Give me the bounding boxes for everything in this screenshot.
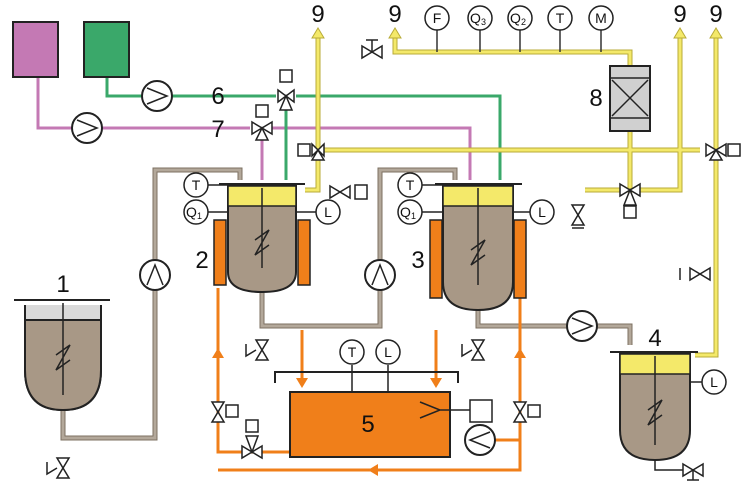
tank5-level-label: L [384,344,392,360]
instrument-bubbles [183,5,727,395]
tank2-level-label: L [324,204,332,220]
pump-tank2-transfer [364,259,396,291]
filter-8 [609,65,651,132]
temperature-instrument-label: T [556,10,565,26]
pump-heating [464,424,496,456]
tank3-temperature-label: T [406,177,415,193]
gas-outlet-arrows [311,27,723,39]
q2-instrument-label: Q2 [510,10,526,27]
q3-instrument-label: Q3 [470,10,486,27]
label-3: 3 [411,247,424,274]
tank5-temperature-label: T [348,344,357,360]
label-9-filter: 9 [673,1,686,28]
tank3-q1-label: Q1 [400,204,416,221]
label-4: 4 [648,325,661,352]
instrument-connectors [208,184,702,383]
label-9-tank4-gas: 9 [709,1,722,28]
instrument-bar-lines [436,30,602,52]
tank-3 [429,183,527,312]
green-reservoir [83,21,130,78]
label-9-tank2-gas: 9 [311,1,324,28]
motor-instrument-label: M [595,10,607,26]
label-1: 1 [56,271,69,298]
pump-tank3-transfer [566,310,598,342]
heating-arrows [212,348,526,476]
pump-green [141,80,173,112]
tank-5-heating-bath [274,365,493,458]
label-9-exhaust: 9 [388,1,401,28]
label-5: 5 [361,411,374,438]
label-7: 7 [211,116,224,143]
tank-2 [213,183,311,294]
flow-instrument-label: F [433,10,442,26]
valves [46,39,741,481]
tank2-temperature-label: T [192,177,201,193]
tank4-level-label: L [710,374,718,390]
tank2-q1-label: Q1 [186,204,202,221]
tank-1 [14,299,110,412]
label-2: 2 [195,247,208,274]
label-6: 6 [211,83,224,110]
tank3-level-label: L [538,204,546,220]
purple-reservoir [12,21,59,78]
pump-purple [71,112,103,144]
label-8: 8 [589,85,602,112]
tank-4 [610,351,698,471]
pump-tank1-feed [139,259,171,291]
